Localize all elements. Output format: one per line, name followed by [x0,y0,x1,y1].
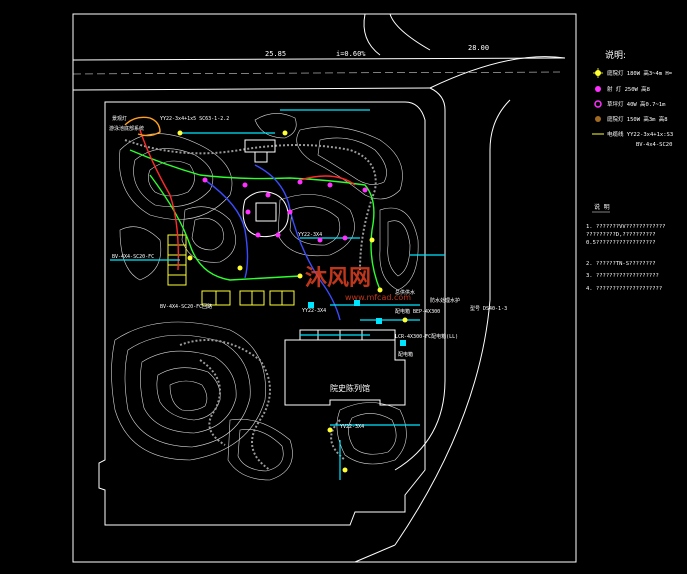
tag-bottom-2: BV-4X4-SC20-FC回路 [160,303,212,310]
note-1: 1. ???????VV???????????? [586,224,665,230]
tag-left: BV-4X4-SC20-FC [112,254,154,260]
cable-red [139,129,356,271]
note-2: 2. ??????TN-S???????? [586,261,656,267]
tag-bottom: YV22-3X4 [340,424,364,430]
road-slope: i=0.60% [336,50,366,58]
cable-tag-lines [110,109,445,480]
tag-right-6: 配电箱 [398,351,413,358]
legend-title: 说明: [605,49,626,61]
legend-text-4: 庭院灯 150W 高3m 高8 [607,115,668,123]
notes-title: 说 明 [594,203,610,211]
legend-item-3: 草坪灯 40W 高0.7~1m [594,100,666,108]
tag-top: YY22-3x4+1x5 SC63-1-2.2 [160,116,229,122]
note-1c: 0.5?????????????????? [586,240,656,246]
legend-item-1: 庭院灯 180W 高3~4m H= [593,68,673,78]
road [72,13,566,563]
legend: 说明: 庭院灯 180W 高3~4m H= 射 灯 250W 高8 草坪灯 40… [592,49,673,148]
note-1b: ?????????D,?????????? [586,232,656,238]
walkways [124,139,377,471]
plan-annotations: 景观灯 游泳池底部系统 YY22-3x4+1x5 SC63-1-2.2 BV-4… [109,115,507,430]
notes: 说 明 1. ???????VV???????????? ?????????D,… [586,203,665,292]
magenta-circle-icon [595,86,601,92]
legend-item-2: 射 灯 250W 高8 [595,85,650,93]
legend-text-1: 庭院灯 180W 高3~4m H= [607,69,673,77]
road-centerline [72,71,561,75]
magenta-sunburst-icon [594,100,602,108]
tag-mid-1: YY22-3X4 [298,232,322,238]
legend-cable-2: BV-4x4-SC20 [636,142,672,148]
site-boundary [98,101,426,526]
legend-text-2: 射 灯 250W 高8 [607,85,650,93]
lamp-markers-magenta [202,177,368,243]
road-elevation-left: 25.85 [265,50,286,58]
legend-text-3: 草坪灯 40W 高0.7~1m [607,100,666,108]
cable-green [129,149,381,291]
cable-orange [124,116,161,137]
label-top-left-1: 景观灯 [112,115,127,122]
tag-right-2: 防水处理水护 [430,297,460,304]
note-3: 3. ??????????????????? [586,273,659,279]
watermark-url: www.mfcad.com [345,293,411,302]
tag-mid-2: YY22-3X4 [302,308,326,314]
tag-right-3: 配电箱 BEP-4X300 [395,308,440,315]
building-name: 院史陈列馆 [330,383,370,393]
note-4: 4. ???????????????????? [586,286,662,292]
lamp-markers-cyan [308,300,406,346]
legend-item-4: 庭院灯 150W 高3m 高8 [595,115,668,123]
tag-right-4: 型号 DS40-1-3 [470,305,507,312]
tag-right-5: LCR-4X300-FC配电箱(LL) [395,333,458,340]
label-top-left-2: 游泳池底部系统 [109,125,144,132]
legend-cable-1: 电缆线 YY22-3x4+1x:S3 [607,130,673,138]
watermark-text: 沐风网 [305,266,371,291]
lamp-markers-yellow [177,130,408,473]
brown-circle-icon [595,116,601,122]
central-plaza [242,139,289,238]
watermark: 沐风网 www.mfcad.com [305,266,411,302]
road-elevation-right: 28.00 [468,44,489,52]
cable-blue [204,164,341,321]
tag-right-1: 总供供水 [395,289,415,296]
contour-lines [111,113,419,481]
